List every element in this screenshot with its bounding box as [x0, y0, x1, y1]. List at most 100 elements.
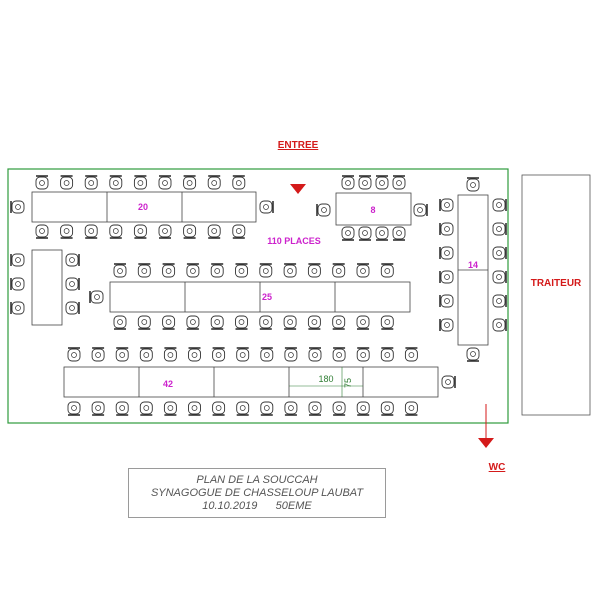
chair-icon: [113, 315, 127, 330]
chair-icon: [380, 347, 394, 362]
table-number-20: 20: [138, 202, 148, 212]
dimension-width: 75: [343, 378, 353, 388]
table-number-42: 42: [163, 379, 173, 389]
chair-icon: [188, 401, 201, 416]
chair-icon: [332, 315, 346, 330]
chair-icon: [466, 177, 480, 192]
table-25: [109, 281, 411, 313]
chair-icon: [439, 246, 454, 260]
chair-icon: [163, 347, 177, 362]
chair-icon: [10, 200, 25, 214]
chair-icon: [308, 401, 322, 416]
chair-icon: [35, 175, 49, 190]
chair-icon: [115, 347, 129, 362]
table-14: [457, 194, 489, 346]
chair-icon: [91, 401, 105, 416]
table-left: [31, 249, 63, 326]
chair-icon: [392, 226, 406, 241]
table-number-14: 14: [468, 260, 478, 270]
chair-icon: [113, 263, 127, 278]
chair-icon: [65, 301, 80, 315]
chair-icon: [492, 198, 507, 212]
chair-icon: [139, 401, 153, 416]
chair-icon: [492, 318, 507, 332]
chair-icon: [158, 224, 172, 239]
chair-icon: [259, 200, 274, 214]
chair-icon: [133, 224, 147, 239]
chair-icon: [109, 175, 123, 190]
chair-icon: [186, 263, 200, 278]
chair-icon: [207, 175, 221, 190]
chair-icon: [358, 226, 372, 241]
chair-icon: [236, 347, 250, 362]
chair-icon: [10, 301, 25, 315]
chair-icon: [183, 175, 197, 190]
chair-icon: [91, 347, 105, 362]
chair-icon: [492, 222, 507, 236]
table-number-25: 25: [262, 292, 272, 302]
chair-icon: [356, 315, 370, 330]
wc-arrow-icon: [478, 438, 494, 448]
chair-icon: [186, 315, 200, 330]
chair-icon: [308, 347, 322, 362]
chair-icon: [210, 315, 224, 330]
title-block: PLAN DE LA SOUCCAH SYNAGOGUE DE CHASSELO…: [128, 468, 386, 518]
chair-icon: [235, 315, 248, 330]
chair-icon: [404, 347, 418, 362]
chair-icon: [158, 175, 172, 190]
chair-icon: [332, 263, 346, 278]
chair-icon: [283, 315, 297, 330]
chair-icon: [392, 175, 406, 190]
chair-icon: [60, 224, 74, 239]
chair-icon: [439, 270, 454, 284]
chair-icon: [207, 224, 221, 239]
chair-icon: [358, 175, 372, 190]
chair-icon: [492, 294, 507, 308]
chair-icon: [10, 253, 25, 267]
chair-icon: [356, 263, 370, 278]
table-8: [335, 192, 412, 226]
chair-icon: [439, 318, 454, 332]
chair-icon: [375, 175, 389, 190]
room-wall: [7, 168, 509, 424]
chair-icon: [162, 315, 176, 330]
chair-icon: [65, 277, 80, 291]
title-line-2: SYNAGOGUE DE CHASSELOUP LAUBAT: [150, 486, 364, 499]
chair-icon: [466, 347, 480, 362]
chair-icon: [439, 294, 454, 308]
chair-icon: [212, 347, 226, 362]
wc-label: WC: [489, 462, 506, 473]
chair-icon: [232, 175, 246, 190]
dimension-length: 180: [318, 374, 333, 384]
chair-icon: [341, 226, 355, 241]
chair-icon: [84, 224, 98, 239]
chair-icon: [210, 263, 224, 278]
chair-icon: [67, 347, 81, 362]
caterer-area: [521, 174, 591, 416]
table-number-8: 8: [370, 205, 375, 215]
chair-icon: [137, 263, 151, 278]
chair-icon: [139, 347, 153, 362]
chair-icon: [439, 198, 454, 212]
chair-icon: [10, 277, 25, 291]
chair-icon: [284, 347, 298, 362]
chair-icon: [84, 175, 98, 190]
table-20: [31, 191, 257, 223]
chair-icon: [356, 347, 370, 362]
title-line-3: 10.10.2019 50EME: [202, 499, 312, 512]
chair-icon: [235, 263, 248, 278]
chair-icon: [380, 263, 394, 278]
chair-icon: [60, 175, 74, 190]
chair-icon: [35, 224, 49, 239]
chair-icon: [441, 375, 456, 389]
chair-icon: [375, 226, 389, 241]
chair-icon: [137, 315, 151, 330]
entrance-arrow-icon: [290, 184, 306, 194]
chair-icon: [67, 401, 81, 416]
table-42: [63, 366, 439, 398]
chair-icon: [307, 315, 321, 330]
chair-icon: [413, 203, 428, 217]
chair-icon: [163, 401, 177, 416]
chair-icon: [284, 401, 298, 416]
